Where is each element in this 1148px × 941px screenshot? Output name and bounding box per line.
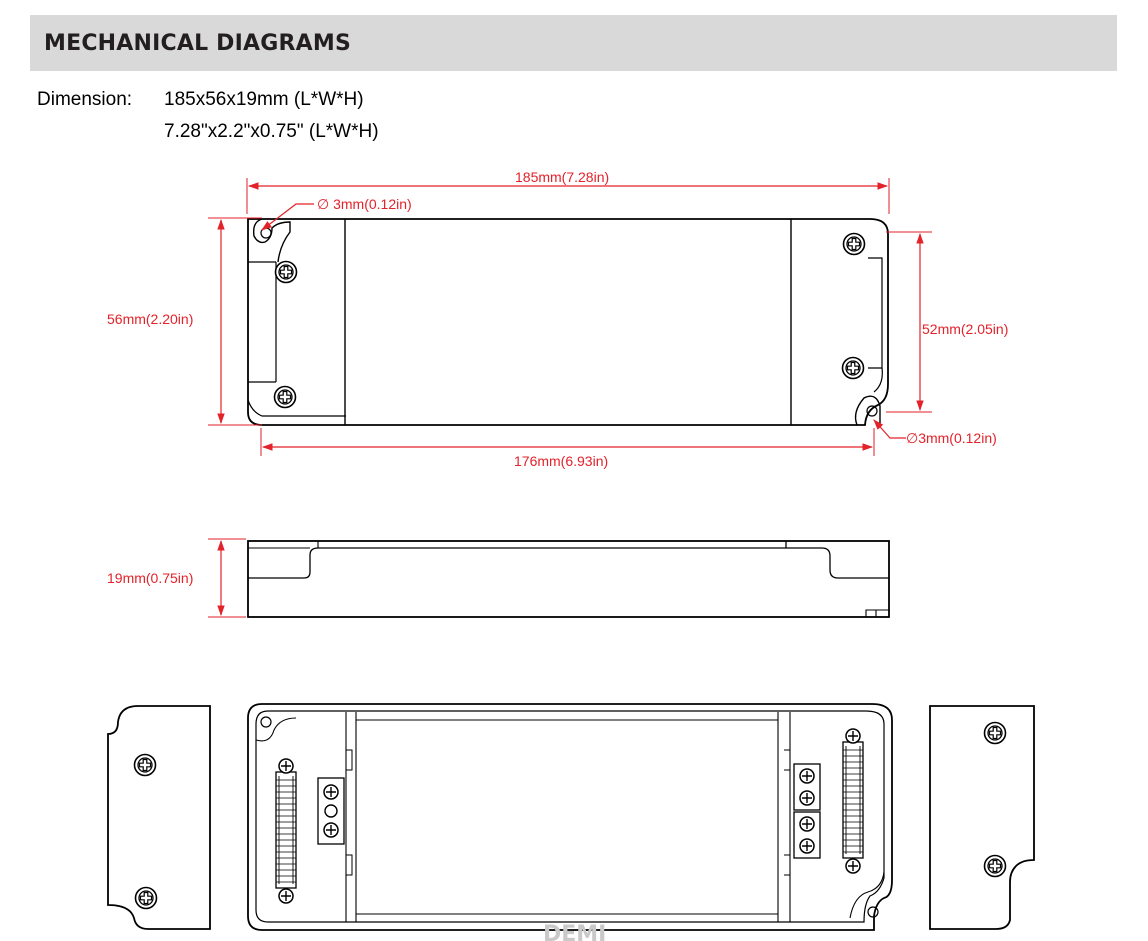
right-end-cap [929, 705, 1035, 930]
overall-length-label: 185mm(7.28in) [515, 169, 609, 185]
section-title: MECHANICAL DIAGRAMS [44, 31, 351, 56]
interior-view [247, 703, 893, 931]
top-view: 185mm(7.28in) ∅ 3mm(0.12in) 56mm(2.20in)… [107, 169, 1008, 469]
overall-width-label: 56mm(2.20in) [107, 311, 193, 327]
dimension-label: Dimension: [37, 89, 133, 110]
watermark-text: DEMI [543, 922, 606, 941]
dimension-imperial: 7.28"x2.2"x0.75" (L*W*H) [164, 121, 379, 142]
hole-spacing-width-label: 52mm(2.05in) [922, 321, 1008, 337]
hole-spacing-length-label: 176mm(6.93in) [514, 453, 608, 469]
side-view: 19mm(0.75in) [107, 538, 890, 618]
hole-diameter-left-label: ∅ 3mm(0.12in) [317, 196, 412, 212]
dimension-metric: 185x56x19mm (L*W*H) [164, 89, 364, 110]
hole-diameter-right-label: ∅3mm(0.12in) [906, 430, 997, 446]
height-label: 19mm(0.75in) [107, 570, 193, 586]
section-header: MECHANICAL DIAGRAMS [30, 15, 1117, 71]
left-end-cap [107, 705, 211, 930]
